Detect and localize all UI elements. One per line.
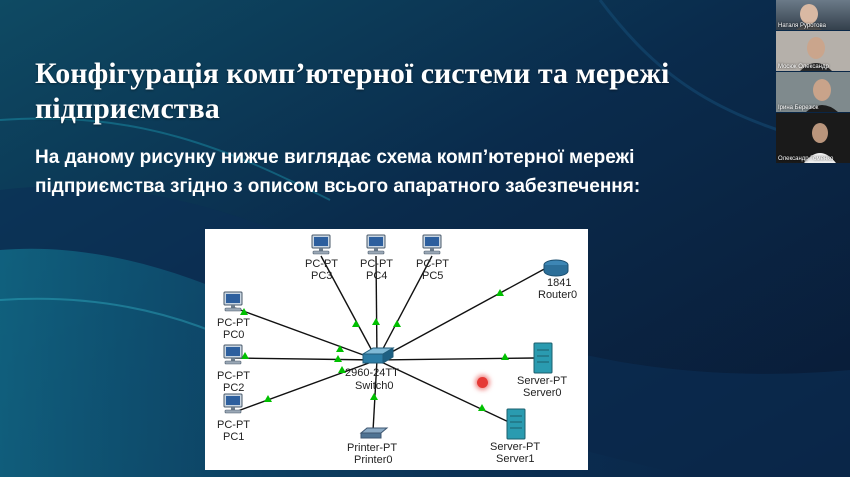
node-name-label: Router0 [538,289,577,301]
node-type-label: PC-PT [217,419,250,431]
server0-node[interactable]: Server-PT Server0 [517,342,567,399]
link-pc4 [375,255,378,361]
printer0-node[interactable]: Printer-PT Printer0 [347,427,397,466]
participant-name: Наталя Руротова [778,23,826,29]
printer-icon-body [360,432,382,439]
pc-icon [311,234,331,255]
participant-name: Мосюк Олександр [778,64,829,70]
node-type-label: PC-PT [360,258,393,270]
router0-node[interactable]: 1841 Router0 [538,259,577,301]
participant-name: Олександр Гоменко [778,156,834,162]
pc5-node[interactable]: PC-PT PC5 [416,234,449,282]
link-up-indicator [496,289,504,296]
slide-subtitle: На даному рисунку нижче виглядає схема к… [35,143,795,201]
node-type-label: PC-PT [416,258,449,270]
node-type-label: 2960-24TT [345,367,399,379]
server-icon [533,342,553,374]
node-name-label: PC3 [311,270,332,282]
participant-tile[interactable]: Мосюк Олександр [776,31,850,71]
participant-video [796,4,822,30]
link-status-indicators [240,289,509,411]
node-type-label: PC-PT [217,370,250,382]
link-up-indicator [241,352,249,359]
node-name-label: PC0 [223,329,244,341]
node-type-label: PC-PT [217,317,250,329]
pc4-node[interactable]: PC-PT PC4 [360,234,393,282]
link-up-indicator [370,393,378,400]
participant-video [776,72,850,112]
slide-subtitle-line: На даному рисунку нижче виглядає схема к… [35,147,635,168]
pc-icon [223,393,243,414]
link-up-indicator [501,353,509,360]
node-type-label: Server-PT [517,375,567,387]
laser-pointer [477,377,488,388]
slide-title-line: Конфігурація комп’ютерної системи та мер… [35,57,670,90]
node-type-label: Printer-PT [347,442,397,454]
participant-tile[interactable]: Наталя Руротова [776,0,850,30]
printer-icon [359,427,389,434]
link-up-indicator [264,395,272,402]
slide-title: Конфігурація комп’ютерної системи та мер… [35,56,775,126]
node-name-label: PC2 [223,382,244,394]
node-name-label: PC5 [422,270,443,282]
server1-node[interactable]: Server-PT Server1 [490,408,540,465]
pc0-node[interactable]: PC-PT PC0 [217,291,250,341]
switch-icon-side [382,347,394,364]
participant-video [776,113,850,163]
switch-node[interactable]: 2960-24TT Switch0 [345,347,399,392]
switch-icon-front [362,353,384,364]
node-name-label: PC4 [366,270,387,282]
link-server0 [376,357,536,361]
node-name-label: Server0 [523,387,562,399]
link-pc3 [320,255,378,361]
link-pc2 [234,357,378,361]
link-router0 [376,266,549,361]
participant-video [776,31,850,71]
link-up-indicator [336,345,344,352]
node-name-label: Printer0 [354,454,393,466]
link-pc5 [376,255,433,361]
link-pc0 [234,307,378,361]
network-diagram-canvas: 2960-24TT Switch0 PC-PT PC3 PC-PT PC4 PC… [217,234,577,466]
participant-tile[interactable]: Ірина Березюк [776,72,850,112]
network-links [234,255,549,432]
network-diagram: 2960-24TT Switch0 PC-PT PC3 PC-PT PC4 PC… [205,229,588,470]
video-participants-panel: Наталя Руротова Мосюк Олександр Ірина Бе… [776,0,850,165]
link-pc1 [234,359,378,413]
router-icon-body [543,265,569,277]
link-up-indicator [240,308,248,315]
node-name-label: PC1 [223,431,244,443]
pc2-node[interactable]: PC-PT PC2 [217,344,250,394]
link-up-indicator [372,318,380,325]
link-up-indicator [352,320,360,327]
link-up-indicator [338,366,346,373]
participant-tile[interactable]: Олександр Гоменко [776,113,850,163]
link-up-indicator [478,404,486,411]
pc-icon [223,344,243,365]
node-name-label: Switch0 [355,380,394,392]
slide-title-line: підприємства [35,92,220,125]
pc1-node[interactable]: PC-PT PC1 [217,393,250,443]
link-server1 [376,359,514,425]
link-up-indicator [393,320,401,327]
participant-name: Ірина Березюк [778,105,819,111]
pc3-node[interactable]: PC-PT PC3 [305,234,338,282]
pc-icon [223,291,243,312]
pc-icon [366,234,386,255]
server-icon [506,408,526,440]
pc-icon [422,234,442,255]
node-type-label: PC-PT [305,258,338,270]
link-up-indicator [334,355,342,362]
node-name-label: Server1 [496,453,535,465]
slide-subtitle-line: підприємства згідно з описом всього апар… [35,176,641,197]
node-type-label: Server-PT [490,441,540,453]
node-type-label: 1841 [547,277,571,289]
